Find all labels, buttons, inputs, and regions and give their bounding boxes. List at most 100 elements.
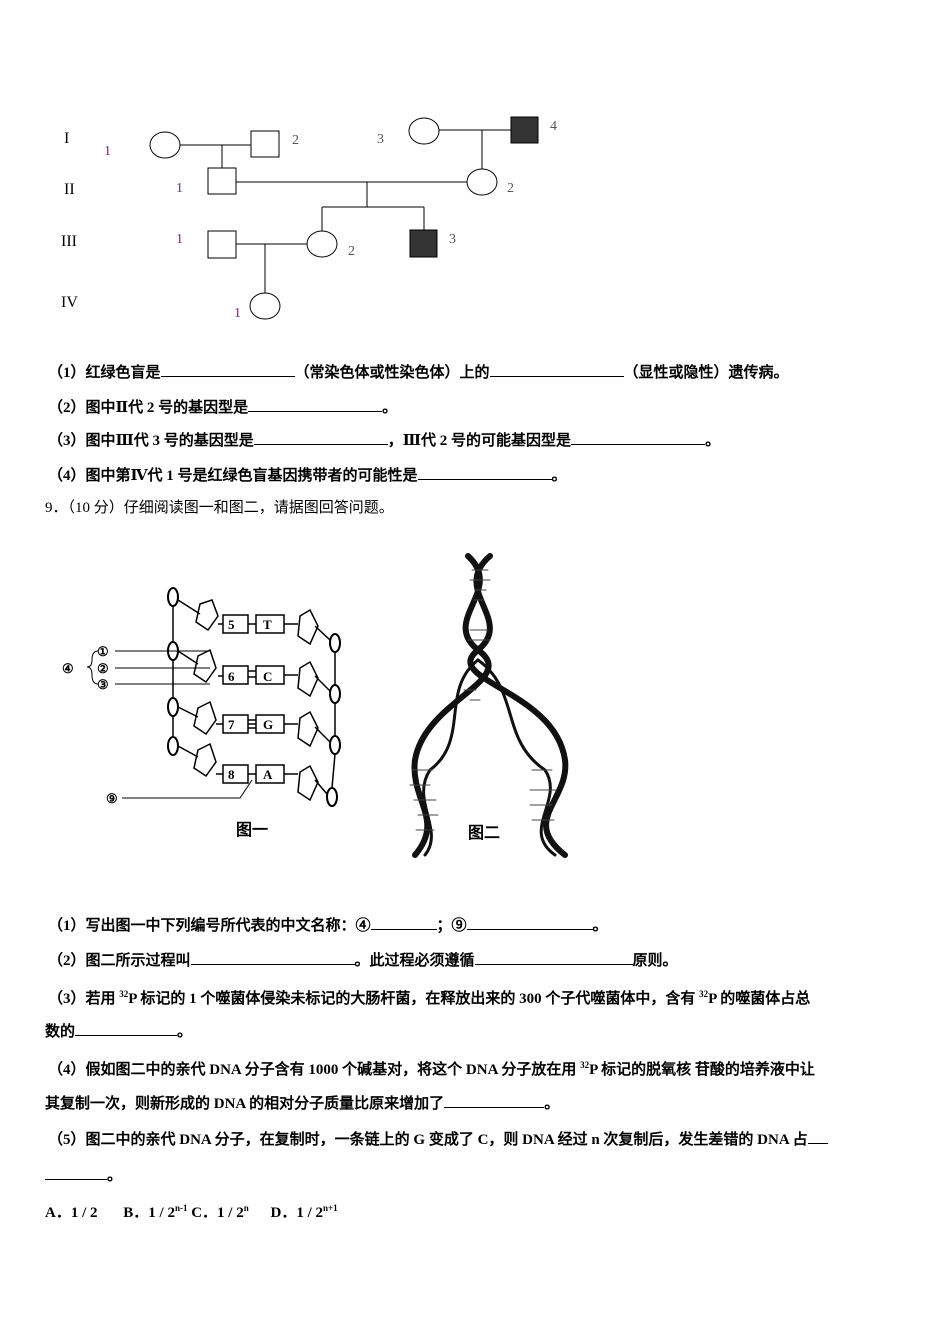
text: （显性或隐性）遗传病。 — [623, 365, 789, 381]
text: （2）图中Ⅱ代 2 号的基因型是 — [48, 400, 249, 416]
q9-part5: （5）图二中的亲代 DNA 分子，在复制时，一条链上的 G 变成了 C，则 DN… — [48, 1129, 828, 1149]
answer-blank[interactable] — [489, 362, 624, 377]
q9-part4: （4）假如图二中的亲代 DNA 分子含有 1000 个碱基对，将这个 DNA 分… — [48, 1056, 815, 1079]
option-b[interactable]: B．1 / 2n-1 — [123, 1203, 188, 1221]
q9-part4-cont: 其复制一次，则新形成的 DNA 的相对分子质量比原来增加了 。 — [45, 1093, 559, 1113]
answer-blank[interactable] — [444, 1093, 545, 1108]
option-a[interactable]: A．1 / 2 — [45, 1205, 98, 1221]
text: 。 — [177, 1024, 193, 1040]
female-I3 — [408, 117, 440, 145]
affected-male-I4 — [510, 116, 539, 144]
text: （3）图中Ⅲ代 3 号的基因型是 — [48, 433, 254, 449]
female-II2 — [466, 168, 498, 196]
fig1-base: T — [263, 617, 272, 632]
text: （4）假如图二中的亲代 DNA 分子含有 1000 个碱基对，将这个 DNA 分… — [48, 1062, 581, 1078]
q9-part3-cont: 数的 。 — [45, 1021, 192, 1041]
label-IV1: 1 — [234, 306, 241, 321]
label-I4: 4 — [550, 119, 557, 134]
gen-label-I: I — [64, 130, 69, 147]
text: 。 — [551, 468, 567, 484]
fig1-base: G — [263, 717, 273, 732]
superscript: 32 — [119, 989, 129, 999]
text: 其复制一次，则新形成的 DNA 的相对分子质量比原来增加了 — [45, 1096, 445, 1112]
gen-label-II: II — [64, 181, 75, 198]
superscript: 32 — [580, 1060, 590, 1070]
q9-part1: （1）写出图一中下列编号所代表的中文名称：④ ；⑨ 。 — [48, 915, 608, 935]
text: P 标记的 1 个噬菌体侵染未标记的大肠杆菌，在释放出来的 300 个子代噬菌体… — [128, 991, 700, 1007]
label-III1: 1 — [176, 232, 183, 247]
figure-one-dna-structure: ④ ① ② ③ ⑨ 5 6 7 8 T C G A 图一 — [62, 587, 341, 839]
pedigree-chart: I II III IV 1 2 3 4 1 2 1 2 3 1 — [61, 116, 557, 321]
text: 数的 — [45, 1024, 76, 1040]
female-IV1 — [249, 292, 281, 320]
fig1-brace-label: ④ — [62, 661, 74, 676]
text: 。 — [544, 1096, 560, 1112]
label-II2: 2 — [507, 181, 514, 196]
q8-part4: （4）图中第Ⅳ代 1 号是红绿色盲基因携带者的可能性是 。 — [48, 465, 567, 485]
fig1-pointer-label: ⑨ — [106, 791, 118, 806]
text: 。 — [382, 400, 398, 416]
option-c[interactable]: C．1 / 2n — [191, 1203, 249, 1221]
text: ，Ⅲ代 2 号的可能基因型是 — [387, 433, 572, 449]
answer-blank[interactable] — [466, 915, 593, 930]
answer-blank[interactable] — [571, 430, 706, 445]
fig1-number: 8 — [228, 767, 235, 782]
text: （2）图二所示过程叫 — [48, 953, 191, 969]
gen-label-IV: IV — [61, 294, 78, 311]
label-I2: 2 — [292, 133, 299, 148]
answer-blank[interactable] — [807, 1129, 828, 1144]
fig1-number: 6 — [228, 669, 235, 684]
label-I1: 1 — [104, 144, 111, 159]
q8-part3: （3）图中Ⅲ代 3 号的基因型是 ，Ⅲ代 2 号的可能基因型是 。 — [48, 430, 720, 450]
fig1-number: 7 — [228, 717, 235, 732]
option-d[interactable]: D．1 / 2n+1 — [270, 1203, 338, 1221]
male-III1 — [207, 230, 237, 259]
answer-blank[interactable] — [248, 397, 383, 412]
male-I2 — [250, 130, 280, 158]
fig1-caption: 图一 — [236, 821, 268, 839]
text: 原则。 — [632, 953, 678, 969]
text: 。 — [592, 918, 608, 934]
fig1-strand-label: ① — [97, 644, 109, 659]
q8-part1: （1）红绿色盲是 （常染色体或性染色体）上的 （显性或隐性）遗传病。 — [48, 362, 789, 382]
text: 。 — [705, 433, 721, 449]
q9-part5-cont: 。 — [45, 1165, 122, 1185]
fig1-base: C — [263, 669, 272, 684]
fig1-number: 5 — [228, 617, 235, 632]
text: P 的噬菌体占总 — [708, 991, 811, 1007]
text: （1）写出图一中下列编号所代表的中文名称：④ — [48, 918, 371, 934]
figure-two-dna-replication: 图二 — [409, 553, 569, 858]
gen-label-III: III — [61, 233, 77, 250]
answer-blank[interactable] — [370, 915, 437, 930]
label-I3: 3 — [377, 132, 384, 147]
fig2-caption: 图二 — [468, 824, 500, 842]
male-II1 — [207, 167, 237, 195]
text: 。 — [107, 1168, 123, 1184]
answer-blank[interactable] — [190, 950, 355, 965]
answer-blank[interactable] — [474, 950, 633, 965]
answer-blank[interactable] — [75, 1021, 178, 1036]
text: （4）图中第Ⅳ代 1 号是红绿色盲基因携带者的可能性是 — [48, 468, 418, 484]
answer-blank[interactable] — [417, 465, 552, 480]
text: （1）红绿色盲是 — [48, 365, 161, 381]
q9-options: A．1 / 2 B．1 / 2n-1 C．1 / 2n D．1 / 2n+1 — [45, 1199, 338, 1222]
answer-blank[interactable] — [45, 1165, 107, 1180]
affected-male-III3 — [409, 229, 438, 258]
fig1-strand-label: ③ — [97, 677, 109, 692]
text: ；⑨ — [436, 918, 467, 934]
q9-header: 9．（10 分）仔细阅读图一和图二，请据图回答问题。 — [45, 500, 394, 516]
label-II1: 1 — [176, 181, 183, 196]
q9-part3: （3）若用 32P 标记的 1 个噬菌体侵染未标记的大肠杆菌，在释放出来的 30… — [48, 985, 810, 1008]
text: （5）图二中的亲代 DNA 分子，在复制时，一条链上的 G 变成了 C，则 DN… — [48, 1132, 808, 1148]
label-III3: 3 — [449, 232, 456, 247]
answer-blank[interactable] — [160, 362, 295, 377]
text: （常染色体或性染色体）上的 — [294, 365, 490, 381]
fig1-strand-label: ② — [97, 661, 109, 676]
q9-part2: （2）图二所示过程叫。此过程必须遵循原则。 — [48, 950, 678, 970]
text: （3）若用 — [48, 991, 120, 1007]
female-III2 — [306, 230, 338, 258]
answer-blank[interactable] — [253, 430, 388, 445]
label-III2: 2 — [348, 244, 355, 259]
superscript: 32 — [699, 989, 709, 999]
